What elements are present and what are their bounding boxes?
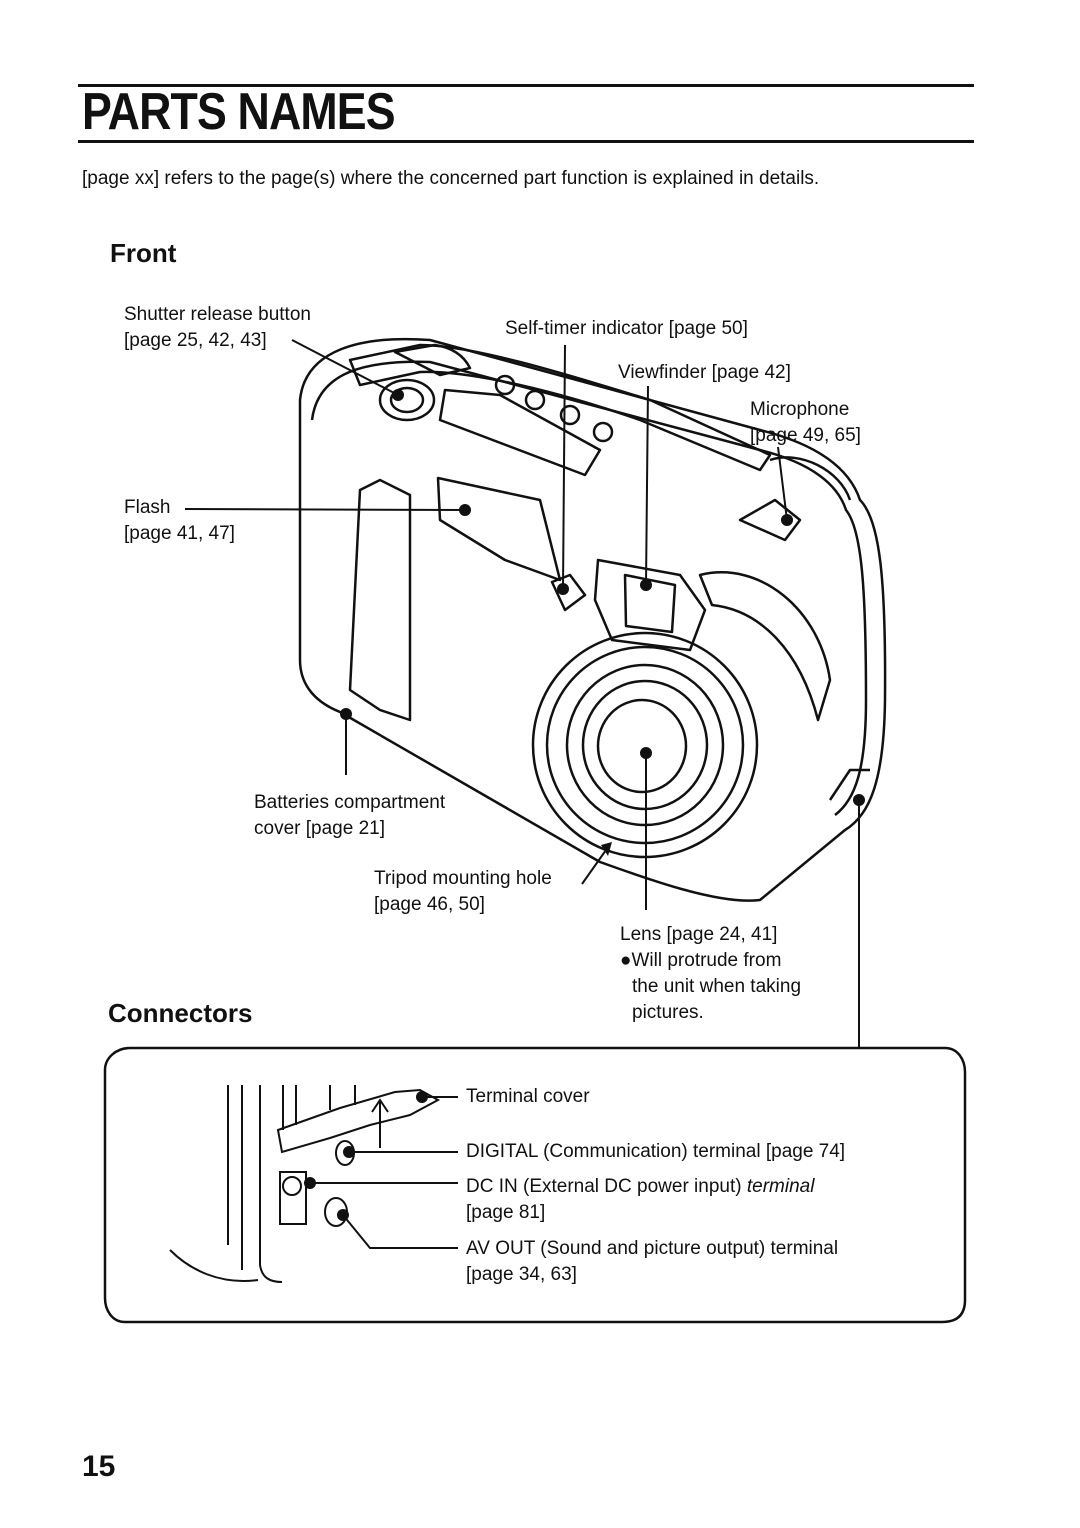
connectors-heading: Connectors	[108, 998, 253, 1028]
shutter-release-label: Shutter release button [page 25, 42, 43]	[124, 304, 311, 351]
terminal-cover-shape	[276, 1088, 441, 1154]
battery-cover-label: Batteries compartment cover [page 21]	[254, 792, 446, 839]
viewfinder-window	[593, 558, 707, 652]
title-rule-bottom	[78, 140, 974, 143]
dc-in-terminal-label: DC IN (External DC power input) terminal…	[466, 1176, 815, 1223]
title-rule-top	[78, 84, 974, 87]
page-title: PARTS NAMES	[82, 83, 396, 141]
flash-label: Flash [page 41, 47]	[124, 497, 235, 544]
terminal-cover-label: Terminal cover	[466, 1086, 590, 1107]
viewfinder-label: Viewfinder [page 42]	[618, 362, 791, 383]
lens-label: Lens [page 24, 41] ●Will protrude from t…	[620, 924, 802, 1023]
mode-dial	[393, 343, 472, 377]
page-number: 15	[82, 1450, 116, 1483]
self-timer-label: Self-timer indicator [page 50]	[505, 318, 748, 339]
av-out-terminal-label: AV OUT (Sound and picture output) termin…	[466, 1238, 839, 1285]
front-heading: Front	[110, 238, 177, 268]
connectors-frame	[103, 1046, 967, 1324]
shutter-button-shape	[378, 378, 436, 422]
digital-terminal-label: DIGITAL (Communication) terminal [page 7…	[466, 1141, 846, 1162]
flash-window	[436, 476, 562, 582]
camera-top-plate	[348, 343, 772, 472]
top-lcd-panel	[438, 388, 602, 477]
camera-body-outline	[298, 337, 887, 902]
grip-strip	[348, 478, 412, 722]
camera-body-inner	[310, 360, 868, 816]
intro-text: [page xx] refers to the page(s) where th…	[82, 168, 820, 189]
microphone-label: Microphone [page 49, 65]	[750, 399, 861, 446]
tripod-hole-label: Tripod mounting hole [page 46, 50]	[374, 868, 552, 915]
